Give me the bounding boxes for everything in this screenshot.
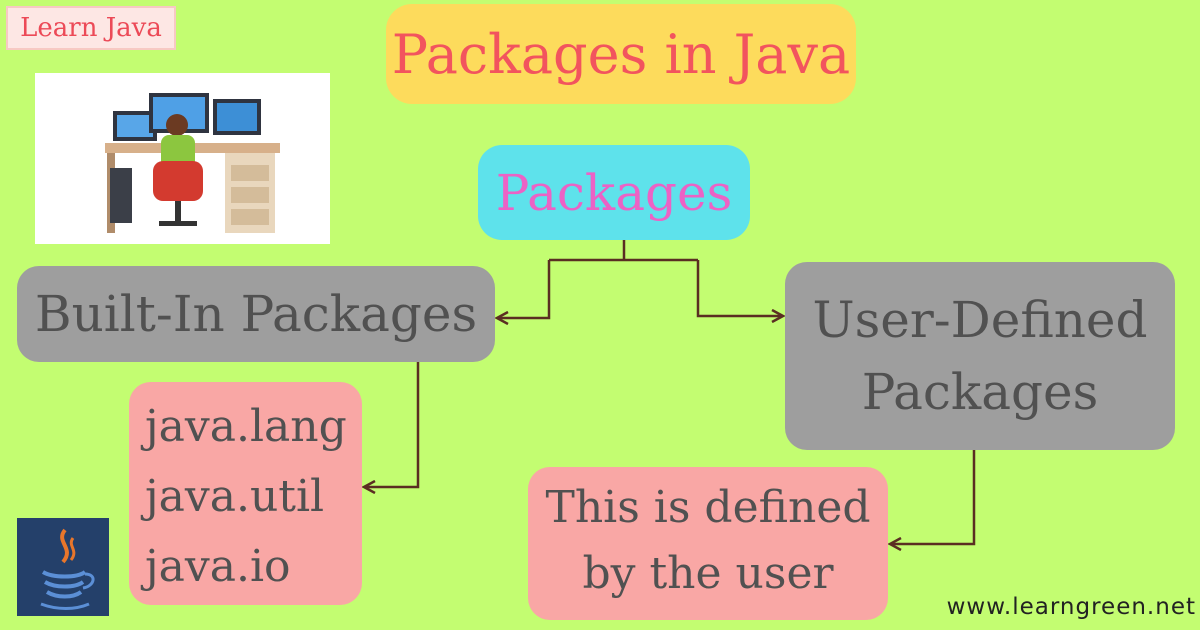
user-defined-label-line-1: User-Defined xyxy=(812,291,1148,349)
page-title: Packages in Java xyxy=(386,4,856,104)
programmer-desk-illustration xyxy=(35,73,330,244)
connector-to-user-description xyxy=(890,450,976,544)
list-item: java.lang xyxy=(145,401,347,452)
list-item: java.io xyxy=(145,541,291,592)
learn-java-badge: Learn Java xyxy=(6,6,176,50)
list-item: java.util xyxy=(145,471,325,522)
packages-root-node: Packages xyxy=(478,145,750,240)
description-line-2: by the user xyxy=(582,548,834,599)
badge-label: Learn Java xyxy=(20,13,162,43)
website-url: www.learngreen.net xyxy=(946,594,1196,620)
built-in-packages-list: java.lang java.util java.io xyxy=(129,382,362,605)
java-logo-icon xyxy=(17,518,109,616)
user-defined-label-line-2: Packages xyxy=(861,363,1099,421)
title-text: Packages in Java xyxy=(391,22,851,86)
connector-to-built-in-list xyxy=(364,362,420,487)
connector-to-built-in xyxy=(497,260,551,318)
connector-to-user-defined xyxy=(696,260,783,316)
user-defined-packages-node: User-Defined Packages xyxy=(785,262,1175,450)
description-line-1: This is defined xyxy=(545,482,871,533)
root-label: Packages xyxy=(495,163,733,222)
user-defined-description: This is defined by the user xyxy=(528,467,888,620)
built-in-label: Built-In Packages xyxy=(34,285,478,343)
built-in-packages-node: Built-In Packages xyxy=(17,266,495,362)
